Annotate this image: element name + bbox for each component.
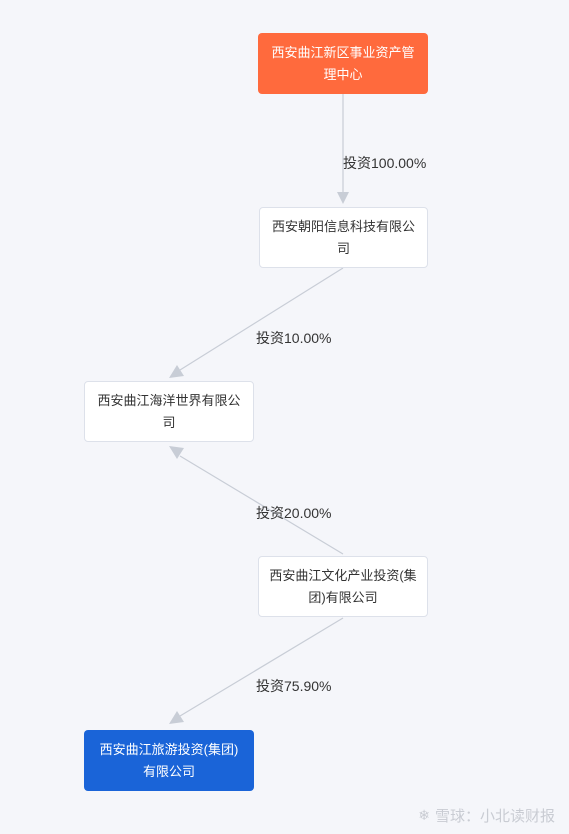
edge-arrow-1: [337, 192, 349, 204]
node-label: 西安曲江文化产业投资(集团)有限公司: [269, 567, 417, 605]
edge-line-4: [179, 617, 344, 717]
node-label: 西安曲江旅游投资(集团)有限公司: [99, 741, 239, 779]
edge-arrow-3: [169, 446, 184, 459]
watermark: ❄ 雪球：小北读财报: [418, 805, 555, 826]
node-label: 西安曲江海洋世界有限公司: [97, 392, 241, 430]
edge-label-1: 投资100.00%: [343, 155, 427, 171]
node-label: 西安曲江新区事业资产管理中心: [271, 44, 415, 82]
watermark-text: 雪球：小北读财报: [434, 808, 555, 825]
edge-label-4: 投资75.90%: [256, 678, 332, 694]
edge-arrow-4: [169, 711, 184, 724]
node-chaoyang-tech[interactable]: 西安朝阳信息科技有限公司: [259, 207, 428, 268]
node-ocean-world[interactable]: 西安曲江海洋世界有限公司: [84, 381, 254, 442]
edge-line-2: [179, 267, 344, 371]
snowball-icon: ❄: [418, 807, 430, 823]
edge-label-3: 投资20.00%: [256, 505, 332, 521]
edge-label-2: 投资10.00%: [256, 330, 332, 346]
node-management-center[interactable]: 西安曲江新区事业资产管理中心: [258, 33, 428, 94]
edge-arrow-2: [169, 365, 184, 378]
edge-line-3: [179, 455, 344, 555]
node-tourism-investment[interactable]: 西安曲江旅游投资(集团)有限公司: [84, 730, 254, 791]
node-culture-industry-investment[interactable]: 西安曲江文化产业投资(集团)有限公司: [258, 556, 428, 617]
node-label: 西安朝阳信息科技有限公司: [271, 218, 415, 256]
